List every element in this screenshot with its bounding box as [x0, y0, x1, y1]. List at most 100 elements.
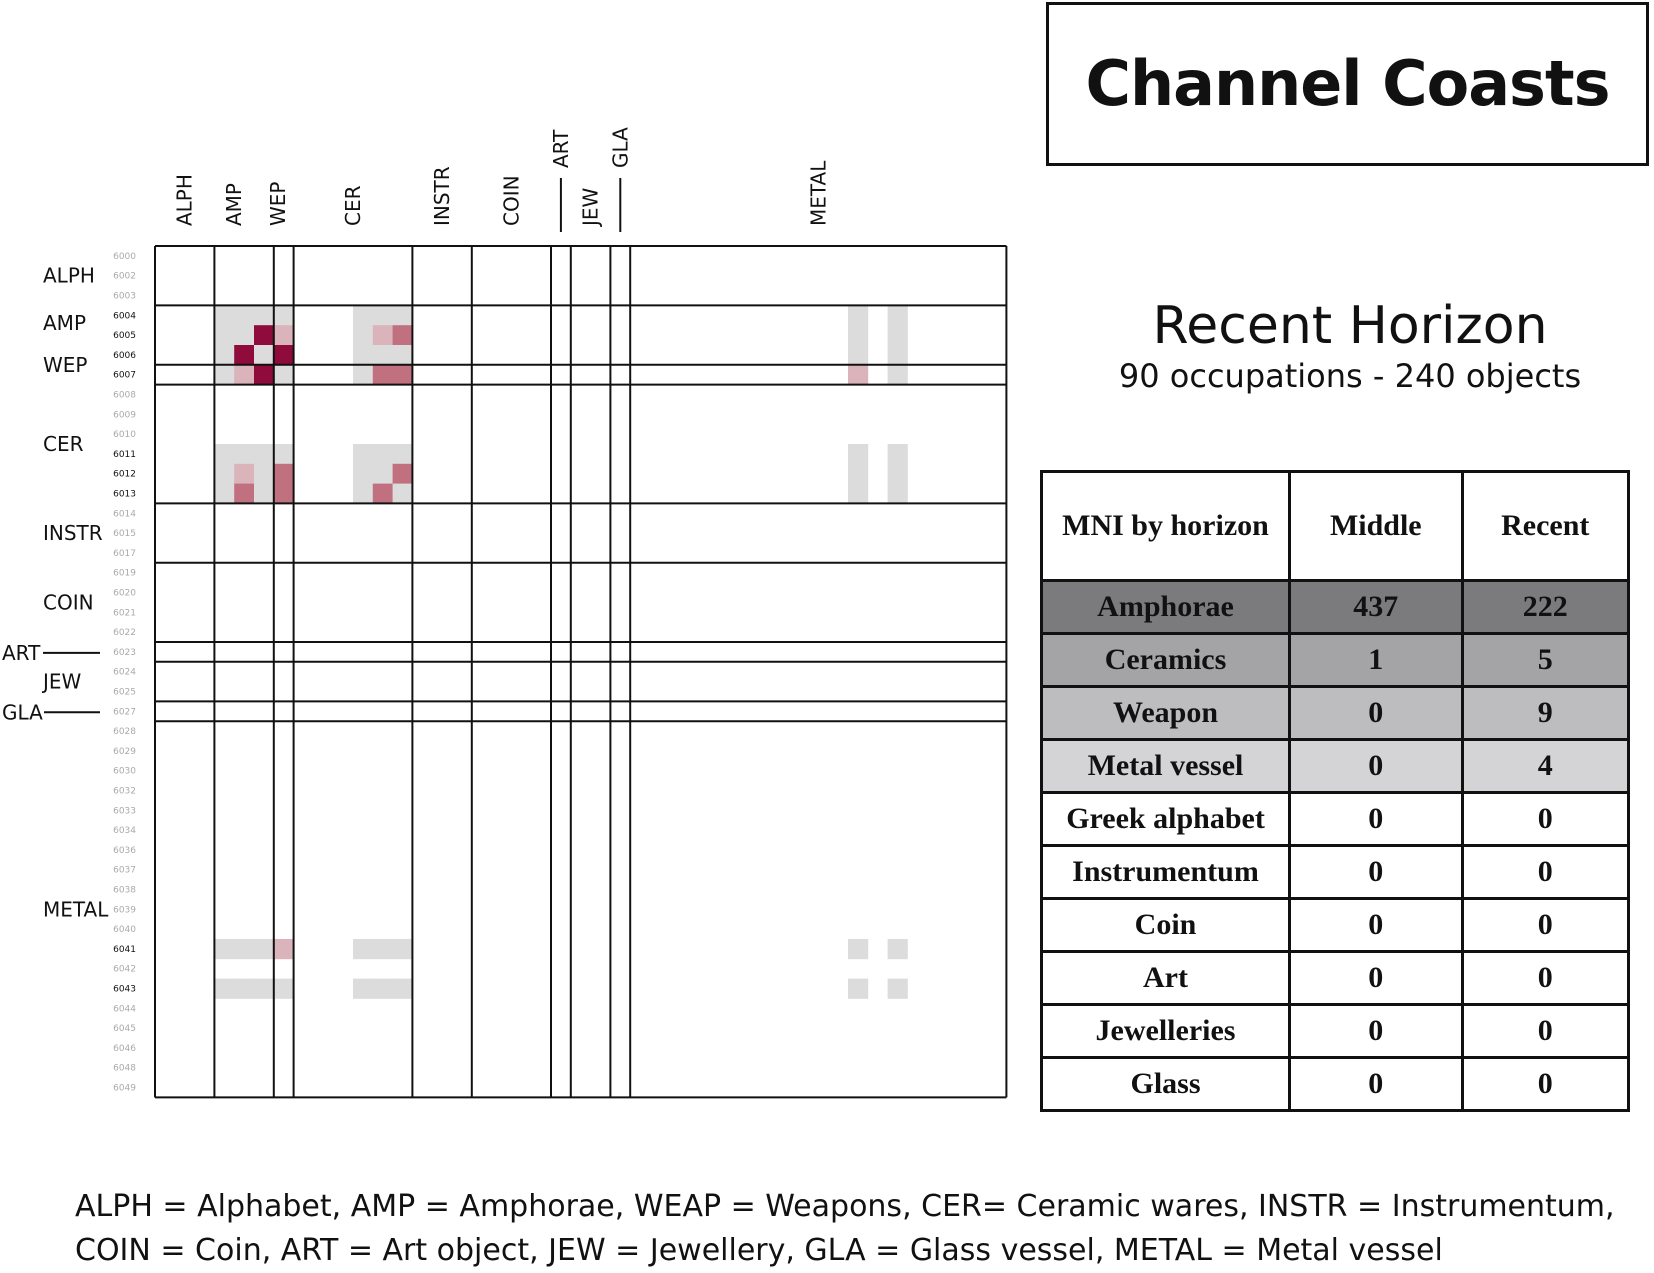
heatmap-cell	[372, 364, 393, 385]
co-occurrence-matrix: 6000600260036004600560066007600860096010…	[2, 127, 1008, 1099]
row-group-label: WEP	[43, 353, 87, 377]
heatmap-cell	[273, 444, 294, 465]
heatmap-cell	[392, 463, 413, 484]
row-code-label: 6029	[113, 747, 136, 757]
row-code-label: 6038	[113, 886, 136, 896]
heatmap-cell	[234, 325, 255, 346]
heatmap-cell	[273, 325, 294, 346]
row-code-label: 6027	[113, 707, 136, 717]
heatmap-cell	[848, 444, 869, 465]
row-group-label: COIN	[43, 590, 94, 614]
row-group-label: AMP	[43, 311, 86, 335]
mni-cell-middle: 0	[1288, 738, 1464, 794]
horizon-subtitle: 90 occupations - 240 objects	[1118, 357, 1582, 395]
heatmap-cell	[887, 325, 908, 346]
heatmap-cell	[392, 444, 413, 465]
heatmap-cell	[887, 444, 908, 465]
heatmap-cell	[254, 345, 275, 366]
heatmap-cell	[848, 483, 869, 504]
row-code-label: 6040	[113, 925, 136, 935]
row-code-label: 6011	[113, 450, 136, 460]
row-code-label: 6012	[113, 470, 136, 480]
mni-table-header: MNI by horizon Middle Recent	[1040, 470, 1631, 582]
heatmap-cell	[372, 325, 393, 346]
mni-cell-category: Art	[1040, 950, 1291, 1006]
row-code-label: 6007	[113, 371, 136, 381]
row-code-label: 6008	[113, 391, 136, 401]
heatmap-cell	[353, 463, 374, 484]
heatmap-cell	[234, 305, 255, 326]
heatmap-cell	[887, 345, 908, 366]
mni-cell-recent: 0	[1460, 950, 1631, 1006]
mni-cell-middle: 1	[1288, 632, 1464, 688]
mni-header-recent: Recent	[1460, 470, 1631, 582]
column-group-label: METAL	[806, 160, 830, 226]
row-code-label: 6003	[113, 292, 136, 302]
row-code-label: 6046	[113, 1044, 136, 1054]
heatmap-cell	[372, 483, 393, 504]
mni-header-middle: Middle	[1288, 470, 1464, 582]
row-code-label: 6009	[113, 410, 136, 420]
heatmap-cell	[887, 364, 908, 385]
heatmap-cell	[254, 364, 275, 385]
column-group-label: AMP	[222, 183, 246, 226]
row-group-label: ART	[2, 641, 41, 665]
heatmap-cell	[353, 483, 374, 504]
row-code-label: 6043	[113, 985, 136, 995]
heatmap-cell	[353, 364, 374, 385]
row-group-label: GLA	[2, 700, 43, 724]
heatmap-cell	[848, 364, 869, 385]
heatmap-cell	[214, 939, 235, 960]
heatmap-cell	[372, 939, 393, 960]
column-group-label: CER	[341, 185, 365, 226]
mni-cell-middle: 437	[1288, 579, 1464, 635]
mni-cell-middle: 0	[1288, 1003, 1464, 1059]
heatmap-cell	[254, 939, 275, 960]
heatmap-cell	[372, 978, 393, 999]
row-code-label: 6010	[113, 430, 136, 440]
row-group-label: CER	[43, 432, 84, 456]
row-code-label: 6044	[113, 1004, 136, 1014]
heatmap-cell	[214, 305, 235, 326]
row-group-label: METAL	[43, 897, 109, 921]
heatmap-cell	[887, 483, 908, 504]
heatmap-cell	[234, 978, 255, 999]
column-group-label: ALPH	[173, 174, 197, 226]
mni-cell-category: Weapon	[1040, 685, 1291, 741]
heatmap-cell	[353, 444, 374, 465]
heatmap-cell	[848, 305, 869, 326]
mni-cell-category: Glass	[1040, 1056, 1291, 1112]
heatmap-cell	[372, 305, 393, 326]
mni-cell-middle: 0	[1288, 950, 1464, 1006]
horizon-title: Recent Horizon	[1152, 296, 1548, 356]
heatmap-cell	[273, 463, 294, 484]
row-group-label: ALPH	[43, 264, 95, 288]
heatmap-cell	[372, 444, 393, 465]
heatmap-cell	[234, 939, 255, 960]
row-code-label: 6014	[113, 509, 136, 519]
heatmap-cell	[254, 463, 275, 484]
heatmap-cell	[214, 345, 235, 366]
mni-cell-category: Ceramics	[1040, 632, 1291, 688]
heatmap-cell	[254, 325, 275, 346]
row-code-label: 6036	[113, 846, 136, 856]
heatmap-cell	[353, 978, 374, 999]
row-code-label: 6015	[113, 529, 136, 539]
heatmap-cell	[273, 364, 294, 385]
heatmap-cell	[353, 345, 374, 366]
heatmap-cell	[887, 978, 908, 999]
row-code-label: 6017	[113, 549, 136, 559]
row-code-label: 6042	[113, 965, 136, 975]
heatmap-cell	[214, 483, 235, 504]
mni-header-category: MNI by horizon	[1040, 470, 1291, 582]
row-code-label: 6004	[113, 311, 136, 321]
row-code-label: 6039	[113, 905, 136, 915]
mni-cell-category: Instrumentum	[1040, 844, 1291, 900]
heatmap-cell	[392, 305, 413, 326]
mni-cell-recent: 0	[1460, 1003, 1631, 1059]
row-code-label: 6020	[113, 589, 136, 599]
row-code-label: 6002	[113, 272, 136, 282]
